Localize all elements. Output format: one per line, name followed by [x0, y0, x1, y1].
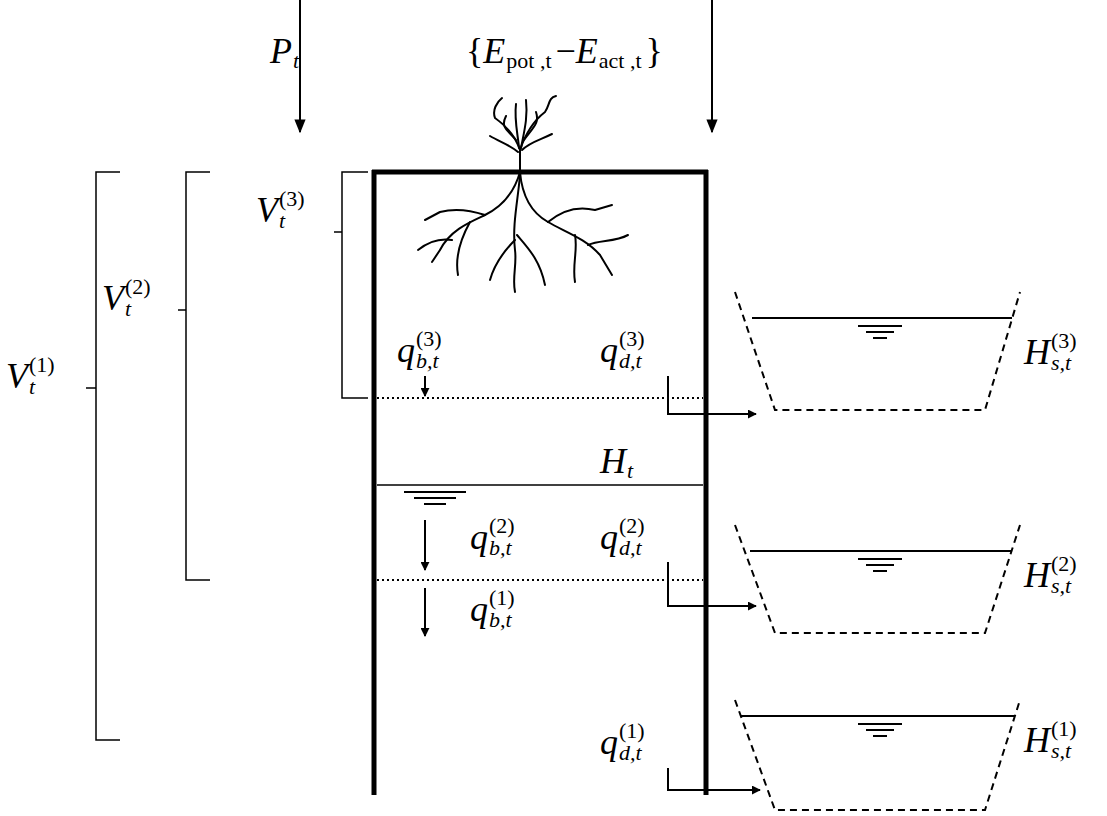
- ditch-level-label: H(1)s,t: [1024, 718, 1077, 762]
- volume-label: V(1)t: [6, 354, 55, 398]
- label-text: (3): [416, 328, 442, 350]
- plant: [418, 96, 628, 292]
- index-stack: (1)t: [29, 354, 55, 398]
- index-stack: (3)b,t: [416, 328, 442, 372]
- label-text: t: [125, 298, 151, 320]
- index-stack: (1)b,t: [489, 587, 515, 631]
- label-text: (2): [619, 515, 645, 537]
- flux-label: q(3)d,t: [600, 328, 645, 372]
- label-text: (3): [1051, 330, 1077, 352]
- label-text: V: [6, 358, 28, 394]
- label-text: (2): [125, 276, 151, 298]
- index-stack: (3)t: [279, 188, 305, 232]
- volume-brackets: [86, 172, 368, 740]
- label-text: pot ,t: [506, 30, 551, 72]
- label-text: (3): [619, 328, 645, 350]
- index-stack: (2)b,t: [489, 515, 515, 559]
- label-text: (1): [619, 720, 645, 742]
- label-text: act ,t: [599, 30, 642, 72]
- label-text: E: [576, 33, 598, 69]
- label-text: }: [646, 33, 663, 69]
- flux-label: q(1)d,t: [600, 720, 645, 764]
- label-text: b,t: [489, 537, 515, 559]
- label-text: q: [470, 519, 488, 555]
- label-text: s,t: [1051, 575, 1077, 597]
- volume-label: V(2)t: [102, 276, 151, 320]
- index-stack: (2)t: [125, 276, 151, 320]
- soil-column: [372, 170, 708, 795]
- label-text: q: [397, 332, 415, 368]
- volume-label: V(3)t: [256, 188, 305, 232]
- label-text: q: [600, 724, 618, 760]
- label-text: H: [1024, 334, 1050, 370]
- water-table-label: Ht: [600, 440, 637, 482]
- label-text: H: [1024, 557, 1050, 593]
- label-text: d,t: [619, 350, 645, 372]
- label-text: V: [256, 192, 278, 228]
- flux-label: q(2)b,t: [470, 515, 515, 559]
- label-text: d,t: [619, 537, 645, 559]
- label-text: q: [600, 332, 618, 368]
- label-text: b,t: [416, 350, 442, 372]
- label-text: H: [600, 443, 626, 479]
- evaporation-arrow: [711, 0, 713, 132]
- precipitation-label: Pt: [270, 30, 303, 72]
- label-text: (1): [29, 354, 55, 376]
- index-stack: (1)s,t: [1051, 718, 1077, 762]
- index-stack: (2)d,t: [619, 515, 645, 559]
- label-text: t: [627, 440, 633, 482]
- ditch-level-label: H(2)s,t: [1024, 553, 1077, 597]
- label-text: −: [556, 33, 576, 69]
- label-text: (1): [1051, 718, 1077, 740]
- label-text: t: [279, 210, 305, 232]
- flux-label: q(1)b,t: [470, 587, 515, 631]
- ditches: [735, 292, 1020, 810]
- precipitation-arrow: [299, 0, 301, 132]
- label-text: b,t: [489, 609, 515, 631]
- label-text: (1): [489, 587, 515, 609]
- label-text: E: [483, 33, 505, 69]
- label-text: (2): [1051, 553, 1077, 575]
- percolation-arrows: [424, 376, 426, 636]
- label-text: s,t: [1051, 352, 1077, 374]
- index-stack: (3)d,t: [619, 328, 645, 372]
- label-text: t: [293, 30, 299, 72]
- ditch-level-label: H(3)s,t: [1024, 330, 1077, 374]
- index-stack: (3)s,t: [1051, 330, 1077, 374]
- label-text: P: [270, 33, 292, 69]
- label-text: V: [102, 280, 124, 316]
- label-text: {: [466, 33, 483, 69]
- label-text: (2): [489, 515, 515, 537]
- label-text: q: [600, 519, 618, 555]
- index-stack: (2)s,t: [1051, 553, 1077, 597]
- label-text: d,t: [619, 742, 645, 764]
- label-text: s,t: [1051, 740, 1077, 762]
- flux-label: q(3)b,t: [397, 328, 442, 372]
- flux-label: q(2)d,t: [600, 515, 645, 559]
- index-stack: (1)d,t: [619, 720, 645, 764]
- label-text: q: [470, 591, 488, 627]
- label-text: (3): [279, 188, 305, 210]
- label-text: t: [29, 376, 55, 398]
- evaporation-label: {Epot ,t−Eact ,t}: [466, 30, 663, 72]
- label-text: H: [1024, 722, 1050, 758]
